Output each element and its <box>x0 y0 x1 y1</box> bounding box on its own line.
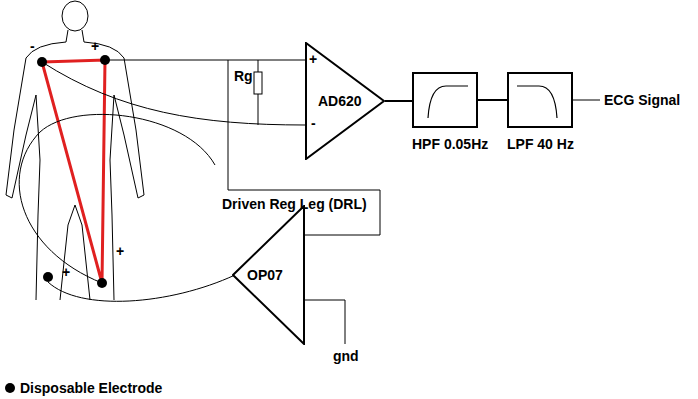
label-anchor: Rg <box>234 68 253 84</box>
component-name: OP07 <box>247 267 283 283</box>
output-signal-name: ECG Signal <box>604 92 680 108</box>
filter-box: LPF 40 Hz <box>507 72 574 152</box>
label-anchor: + <box>62 264 70 280</box>
filter-box: HPF 0.05Hz <box>412 72 488 152</box>
electrode-polarity: + <box>91 38 99 54</box>
electrode-polarity: - <box>30 38 35 54</box>
label-anchor: - <box>311 115 316 131</box>
resistor-symbol <box>254 72 262 94</box>
label-anchor: + <box>116 243 124 259</box>
label-anchor: gnd <box>333 348 359 364</box>
input-polarity: - <box>311 115 316 131</box>
einthoven-triangle <box>42 60 105 283</box>
label-anchor: - <box>30 38 35 54</box>
input-polarity: + <box>309 51 317 67</box>
signal-name: Driven Reg Leg (DRL) <box>222 196 367 212</box>
filter-frame <box>507 72 573 128</box>
electrode-polarity: + <box>62 264 70 280</box>
filter-frame <box>412 72 478 128</box>
ground-label: gnd <box>333 348 359 364</box>
filter-label: LPF 40 Hz <box>507 136 574 152</box>
electrode-dots <box>5 55 110 393</box>
electrode-polarity: + <box>116 243 124 259</box>
filter-response <box>509 74 571 126</box>
filter-label: HPF 0.05Hz <box>412 136 488 152</box>
label-anchor: + <box>309 51 317 67</box>
signal-wire <box>478 99 507 101</box>
signal-wire <box>385 100 412 102</box>
label-anchor: Driven Reg Leg (DRL) <box>222 196 367 212</box>
opamp-triangle: OP07 <box>232 205 305 345</box>
filter-response <box>414 74 476 126</box>
legend-electrode-dot <box>5 383 15 393</box>
legend-entry: Disposable Electrode <box>20 380 162 396</box>
resistor-label: Rg <box>234 68 253 84</box>
component-name: AD620 <box>318 93 362 109</box>
legend-text: Disposable Electrode <box>20 380 162 396</box>
label-anchor: + <box>91 38 99 54</box>
label-anchor: ECG Signal <box>604 92 680 108</box>
